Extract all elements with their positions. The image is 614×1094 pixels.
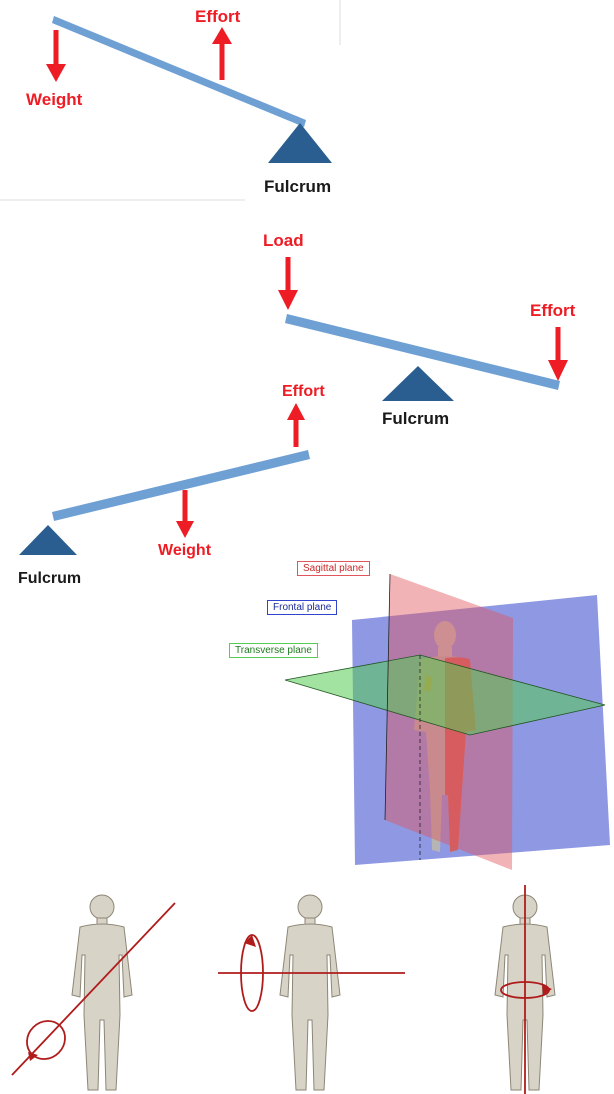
fulcrum-triangle <box>382 366 454 401</box>
lever-beam <box>52 450 310 521</box>
fulcrum-triangle <box>268 123 332 163</box>
weight-label: Weight <box>158 542 212 559</box>
sagittal-plane-label: Sagittal plane <box>297 561 370 576</box>
second-class-lever-diagram: Load Effort Fulcrum <box>263 231 576 428</box>
fulcrum-label: Fulcrum <box>18 570 81 587</box>
lever-beam <box>285 314 560 390</box>
rotation-axes-diagram <box>11 885 556 1094</box>
fulcrum-label: Fulcrum <box>382 409 449 428</box>
anatomical-planes-diagram <box>284 573 610 870</box>
effort-label: Effort <box>282 383 325 400</box>
load-label: Load <box>263 231 304 250</box>
transverse-plane <box>285 655 605 735</box>
fulcrum-triangle <box>19 525 77 555</box>
effort-arrow <box>287 403 305 447</box>
fulcrum-label: Fulcrum <box>264 177 331 196</box>
effort-arrow <box>212 27 232 80</box>
load-arrow <box>278 257 298 310</box>
effort-label: Effort <box>195 7 241 26</box>
effort-arrow <box>548 327 568 381</box>
third-class-lever-diagram: Effort Weight Fulcrum <box>18 383 325 587</box>
first-class-lever-diagram: Weight Effort Fulcrum <box>0 0 341 201</box>
frontal-plane-label: Frontal plane <box>267 600 338 615</box>
weight-arrow <box>46 30 66 82</box>
figure-frontal-axis <box>218 894 405 1091</box>
weight-arrow <box>176 490 194 538</box>
figure-longitudinal-axis <box>494 885 556 1094</box>
lever-beam <box>52 16 306 127</box>
transverse-plane-label: Transverse plane <box>229 643 318 658</box>
effort-label: Effort <box>530 301 576 320</box>
figure-sagittal-axis <box>11 894 176 1091</box>
weight-label: Weight <box>26 90 83 109</box>
